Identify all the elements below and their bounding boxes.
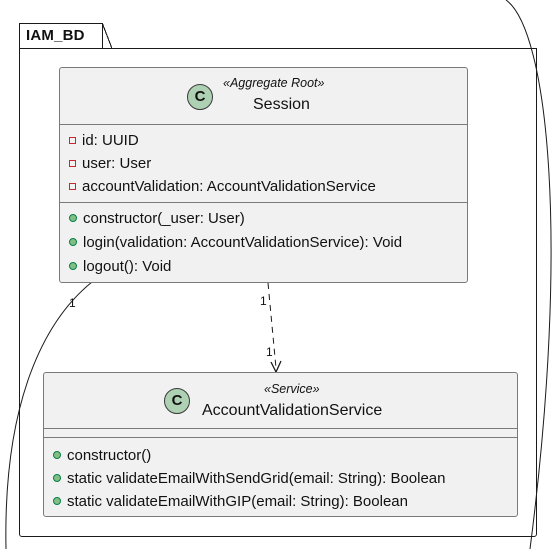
class-divider	[60, 202, 467, 203]
package-frame	[19, 48, 537, 537]
class-divider	[60, 124, 467, 125]
class-session[interactable]: C «Aggregate Root» Session id: UUID user…	[59, 67, 468, 283]
multiplicity-outer: 1	[69, 296, 76, 310]
method-row: logout(): Void	[69, 258, 171, 275]
method-row: constructor()	[53, 447, 151, 464]
public-visibility-icon	[53, 451, 61, 459]
public-visibility-icon	[69, 262, 77, 270]
multiplicity-dependency-target: 1	[266, 345, 273, 359]
attribute-row: accountValidation: AccountValidationServ…	[69, 178, 376, 195]
method-row: static validateEmailWithGIP(email: Strin…	[53, 493, 408, 510]
method-row: constructor(_user: User)	[69, 210, 245, 227]
class-name: AccountValidationService	[202, 402, 383, 419]
public-visibility-icon	[53, 497, 61, 505]
multiplicity-dependency-source: 1	[260, 294, 267, 308]
class-stereotype: «Aggregate Root»	[223, 76, 325, 90]
session-association-curve	[5, 281, 93, 550]
dependency-line	[267, 282, 277, 369]
class-icon: C	[187, 84, 213, 110]
class-account-validation-service[interactable]: C «Service» AccountValidationService con…	[43, 372, 518, 517]
private-visibility-icon	[69, 137, 76, 144]
public-visibility-icon	[69, 214, 77, 222]
method-row: login(validation: AccountValidationServi…	[69, 234, 402, 251]
class-divider	[44, 437, 517, 438]
attribute-row: user: User	[69, 155, 151, 172]
class-icon: C	[164, 388, 190, 414]
package-name: IAM_BD	[26, 27, 85, 44]
public-visibility-icon	[69, 238, 77, 246]
outer-association-curve	[505, 0, 552, 550]
class-stereotype: «Service»	[264, 382, 320, 396]
attribute-row: id: UUID	[69, 132, 139, 149]
public-visibility-icon	[53, 474, 61, 482]
class-divider	[44, 428, 517, 429]
method-row: static validateEmailWithSendGrid(email: …	[53, 470, 446, 487]
class-name: Session	[253, 96, 310, 113]
package-tab: IAM_BD	[19, 23, 112, 49]
private-visibility-icon	[69, 160, 76, 167]
private-visibility-icon	[69, 183, 76, 190]
